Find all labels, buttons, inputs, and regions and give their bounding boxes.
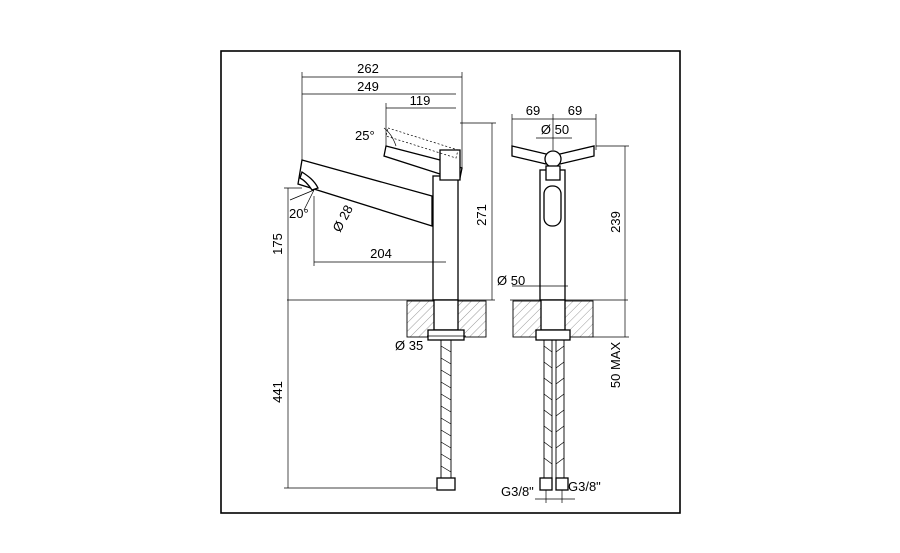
thread-left: G3/8" bbox=[501, 484, 534, 499]
side-hose-fitting bbox=[436, 477, 456, 491]
dim-base-diameter: Ø 50 bbox=[497, 273, 525, 288]
arc-25 bbox=[383, 127, 397, 147]
drawing-frame bbox=[220, 50, 681, 514]
side-shank bbox=[433, 299, 459, 331]
front-handle-hub bbox=[544, 150, 562, 168]
dim-spout-angle: 20° bbox=[289, 206, 309, 221]
side-handle-cap bbox=[439, 149, 461, 181]
dim-shank-diameter: Ø 35 bbox=[395, 338, 423, 353]
dim-spout-height: 175 bbox=[270, 233, 285, 255]
dim-top-diameter: Ø 50 bbox=[541, 122, 569, 137]
side-body bbox=[432, 175, 459, 301]
side-handle-ghost bbox=[385, 127, 459, 159]
front-nut bbox=[535, 329, 571, 341]
dim-handle-angle: 25° bbox=[355, 128, 375, 143]
dim-handle-left: 69 bbox=[526, 103, 540, 118]
side-nut bbox=[427, 329, 465, 341]
front-fitting-right bbox=[555, 477, 569, 491]
dim-spout-width: 249 bbox=[357, 79, 379, 94]
side-view: 262 249 119 25° 20° Ø 28 271 175 204 Ø 3… bbox=[270, 61, 496, 491]
front-spout-outlet bbox=[543, 185, 562, 227]
front-shank bbox=[540, 299, 566, 331]
dim-reach: 204 bbox=[370, 246, 392, 261]
front-hoses bbox=[543, 340, 565, 478]
side-hose bbox=[440, 340, 452, 478]
side-spout bbox=[297, 159, 433, 227]
dim-body-height: 271 bbox=[474, 204, 489, 226]
dim-spout-diameter: Ø 28 bbox=[329, 202, 355, 234]
dim-max-deck: 50 MAX bbox=[608, 342, 623, 389]
arc-20 bbox=[289, 189, 315, 211]
dim-hose-length: 441 bbox=[270, 381, 285, 403]
dim-body-height-front: 239 bbox=[608, 211, 623, 233]
thread-right: G3/8" bbox=[568, 479, 601, 494]
dim-total-width: 262 bbox=[357, 61, 379, 76]
dim-handle-offset: 119 bbox=[410, 93, 431, 108]
side-hose-braid bbox=[440, 345, 452, 473]
side-aerator bbox=[299, 170, 319, 191]
front-cartridge bbox=[545, 165, 561, 181]
front-hose-braid bbox=[543, 345, 565, 465]
dim-handle-right: 69 bbox=[568, 103, 582, 118]
front-fitting-left bbox=[539, 477, 553, 491]
front-view: 69 69 Ø 50 Ø 50 239 50 MAX G3/8" G3/8" bbox=[497, 103, 629, 503]
